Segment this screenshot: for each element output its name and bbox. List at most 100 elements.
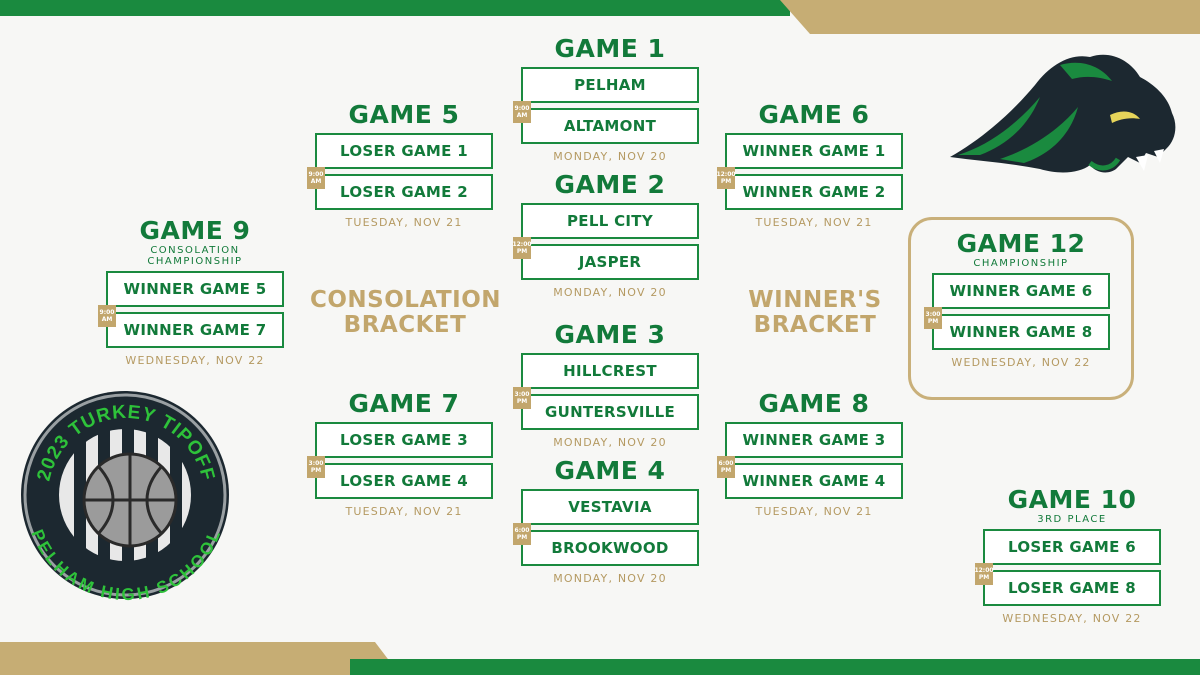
game-time-hour: 9:00 xyxy=(514,105,530,112)
team-slot: WINNER GAME 3 xyxy=(725,422,903,458)
game-subtitle: 3RD PLACE xyxy=(1037,514,1107,525)
game-date: WEDNESDAY, NOV 22 xyxy=(125,354,265,367)
team-slot: WINNER GAME 4 xyxy=(725,463,903,499)
team-slot: WINNER GAME 1 xyxy=(725,133,903,169)
team-slot: LOSER GAME 6 xyxy=(983,529,1161,565)
game-time-hour: 9:00 xyxy=(308,171,324,178)
game-time-hour: 12:00 xyxy=(974,567,994,574)
winners-label-line1: WINNER'S xyxy=(748,287,882,313)
game-date: WEDNESDAY, NOV 22 xyxy=(951,356,1091,369)
team-slot: LOSER GAME 8 xyxy=(983,570,1161,606)
game-date: MONDAY, NOV 20 xyxy=(553,572,667,585)
game-time-hour: 12:00 xyxy=(716,171,736,178)
team-slot: HILLCREST xyxy=(521,353,699,389)
game-time-hour: 12:00 xyxy=(512,241,532,248)
basketball-icon xyxy=(82,452,178,548)
team-slot: PELHAM xyxy=(521,67,699,103)
game-time-ampm: PM xyxy=(927,318,939,325)
winners-label-line2: BRACKET xyxy=(753,312,877,338)
game-title: GAME 7 xyxy=(348,389,460,418)
game-title: GAME 3 xyxy=(554,320,666,349)
winners-bracket-label: WINNER'S BRACKET xyxy=(720,288,910,338)
game-time-ampm: PM xyxy=(978,574,990,581)
team-slot: ALTAMONT xyxy=(521,108,699,144)
game-date: MONDAY, NOV 20 xyxy=(553,286,667,299)
team-slot: PELL CITY xyxy=(521,203,699,239)
team-slot: BROOKWOOD xyxy=(521,530,699,566)
championship-frame xyxy=(908,217,1134,400)
game-title: GAME 9 xyxy=(139,216,251,245)
game-date: MONDAY, NOV 20 xyxy=(553,150,667,163)
game-date: MONDAY, NOV 20 xyxy=(553,436,667,449)
team-slot: LOSER GAME 3 xyxy=(315,422,493,458)
game-title: GAME 10 xyxy=(1007,485,1137,514)
team-slot: WINNER GAME 5 xyxy=(106,271,284,307)
game-time-ampm: PM xyxy=(516,248,528,255)
game-date: WEDNESDAY, NOV 22 xyxy=(1002,612,1142,625)
team-slot: LOSER GAME 2 xyxy=(315,174,493,210)
game-time-ampm: PM xyxy=(516,534,528,541)
team-slot: WINNER GAME 7 xyxy=(106,312,284,348)
game-title: GAME 1 xyxy=(554,34,666,63)
game-time-ampm: AM xyxy=(310,178,322,185)
team-slot: GUNTERSVILLE xyxy=(521,394,699,430)
game-time-hour: 9:00 xyxy=(99,309,115,316)
game-date: TUESDAY, NOV 21 xyxy=(755,216,873,229)
team-slot: VESTAVIA xyxy=(521,489,699,525)
game-subtitle: CONSOLATION xyxy=(150,245,240,256)
game-time-ampm: PM xyxy=(720,178,732,185)
team-slot: WINNER GAME 6 xyxy=(932,273,1110,309)
game-time-hour: 6:00 xyxy=(514,527,530,534)
game-date: TUESDAY, NOV 21 xyxy=(345,505,463,518)
game-time-hour: 3:00 xyxy=(308,460,324,467)
team-slot: WINNER GAME 8 xyxy=(932,314,1110,350)
team-slot: LOSER GAME 1 xyxy=(315,133,493,169)
top-gold-bar xyxy=(780,0,1200,34)
game-title: GAME 2 xyxy=(554,170,666,199)
game-time-ampm: PM xyxy=(720,467,732,474)
team-slot: JASPER xyxy=(521,244,699,280)
tournament-logo: 2023 TURKEY TIPOFF PELHAM HIGH SCHOOL xyxy=(21,391,229,603)
team-slot: WINNER GAME 2 xyxy=(725,174,903,210)
game-subtitle: CHAMPIONSHIP xyxy=(147,256,243,267)
top-green-bar xyxy=(0,0,790,16)
game-title: GAME 4 xyxy=(554,456,666,485)
game-time-hour: 3:00 xyxy=(925,311,941,318)
game-date: TUESDAY, NOV 21 xyxy=(345,216,463,229)
consolation-bracket-label: CONSOLATION BRACKET xyxy=(310,288,501,338)
